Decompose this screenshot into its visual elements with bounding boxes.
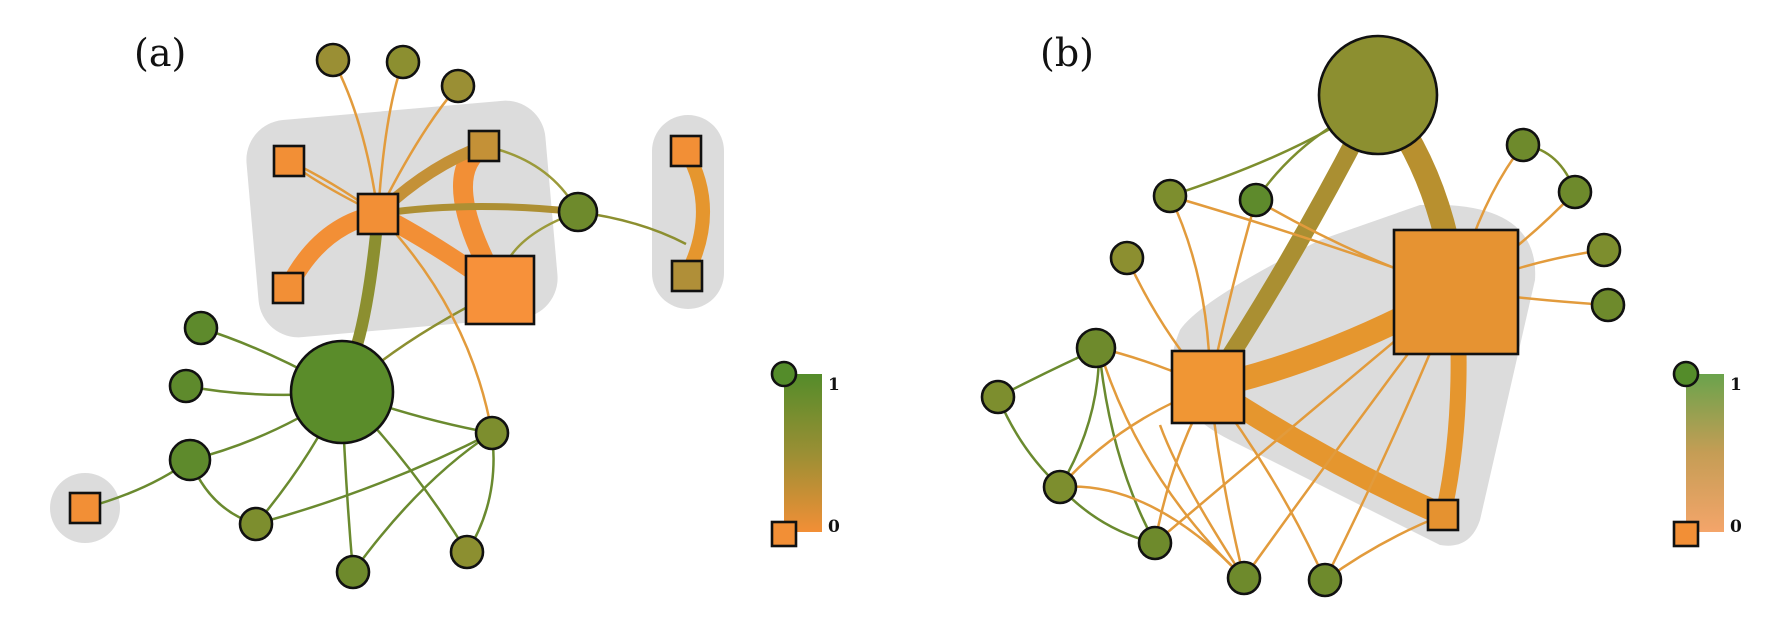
square-node	[1392, 228, 1520, 356]
circle-node	[440, 68, 476, 104]
colorbar-min-label: 0	[828, 517, 840, 537]
circle-node	[315, 42, 351, 78]
colorbar-min-label: 0	[1730, 517, 1742, 537]
square-node	[670, 259, 704, 293]
circle-node	[1238, 182, 1274, 218]
square-node	[356, 192, 400, 236]
panel-a: (a)	[50, 31, 840, 590]
edge	[465, 432, 495, 553]
circle-node	[1109, 240, 1145, 276]
circle-node	[238, 506, 274, 542]
circle-node	[1075, 327, 1117, 369]
circle-node	[168, 368, 204, 404]
square-node	[271, 271, 305, 305]
circle-node	[557, 191, 599, 233]
panel-b: (b)	[980, 31, 1742, 598]
colorbar-max-label: 1	[828, 375, 840, 395]
square-node	[1170, 349, 1246, 425]
circle-node	[1590, 287, 1626, 323]
edge	[1097, 347, 1157, 544]
circle-node	[449, 534, 485, 570]
panel-label-a: (a)	[134, 31, 186, 75]
legend-circle-marker	[1672, 360, 1700, 388]
square-node	[467, 129, 501, 163]
circle-node	[1557, 174, 1593, 210]
colorbar	[1686, 374, 1724, 532]
circle-node	[168, 438, 212, 482]
edge	[377, 202, 579, 218]
circle-node	[335, 554, 371, 590]
square-node	[464, 254, 536, 326]
circle-node	[1152, 178, 1188, 214]
legend-square-marker	[770, 520, 798, 548]
colorbar	[784, 374, 822, 532]
circle-node	[1137, 525, 1173, 561]
nodes-a	[68, 42, 704, 590]
circle-node	[183, 310, 219, 346]
edge	[377, 213, 494, 434]
circle-node	[385, 44, 421, 80]
circle-node	[980, 379, 1016, 415]
circle-node	[1307, 562, 1343, 598]
legend-circle-marker	[770, 360, 798, 388]
legend-b: 1 0	[1672, 360, 1742, 548]
circle-node	[1042, 469, 1078, 505]
circle-node	[1226, 560, 1262, 596]
square-node	[272, 144, 306, 178]
legend-a: 1 0	[770, 360, 840, 548]
edge	[1097, 347, 1245, 579]
legend-square-marker	[1672, 520, 1700, 548]
edge	[1158, 424, 1246, 579]
square-node	[1426, 498, 1460, 532]
edge	[351, 431, 493, 573]
circle-node	[1317, 34, 1439, 156]
panel-label-b: (b)	[1040, 31, 1094, 75]
nodes-b	[980, 34, 1626, 598]
square-node	[669, 134, 703, 168]
colorbar-max-label: 1	[1730, 375, 1742, 395]
circle-node	[474, 415, 510, 451]
circle-node	[289, 339, 395, 445]
edge	[255, 431, 493, 526]
circle-node	[1586, 232, 1622, 268]
circle-node	[1505, 127, 1541, 163]
square-node	[68, 491, 102, 525]
